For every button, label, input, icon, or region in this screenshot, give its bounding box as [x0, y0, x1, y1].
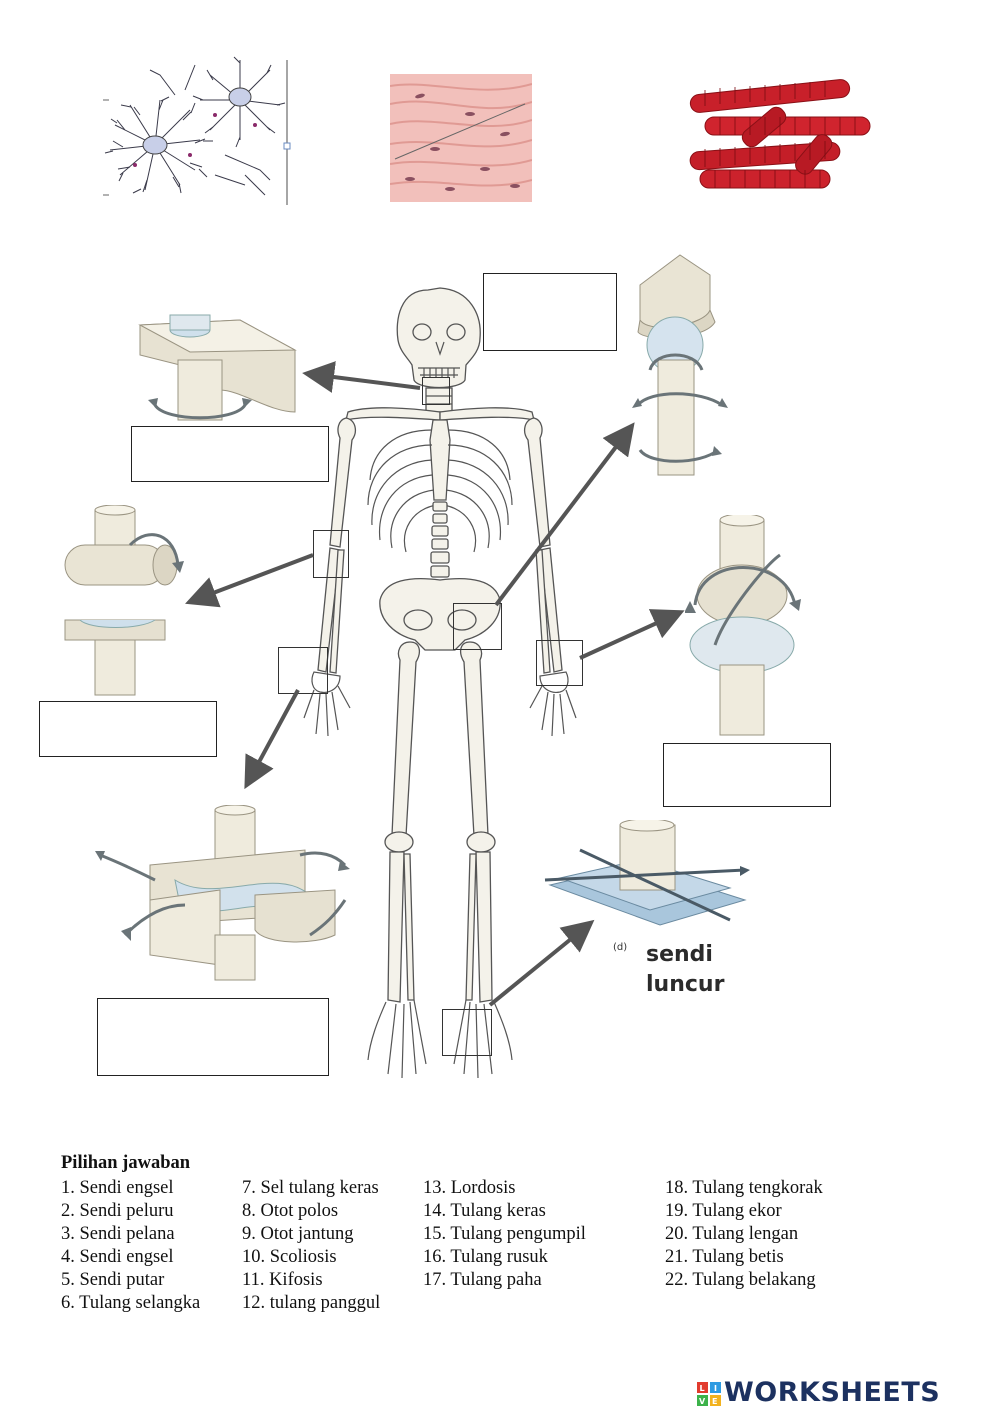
wrist-left-highlight — [278, 647, 328, 694]
option-item: 10. Scoliosis — [242, 1247, 337, 1267]
option-item: 7. Sel tulang keras — [242, 1178, 379, 1198]
logo-mark-l: L — [700, 1384, 705, 1393]
condyloid-joint-icon — [685, 515, 801, 736]
pivot-joint-icon — [138, 314, 297, 421]
neck-highlight — [422, 377, 450, 405]
options-column-3: 13. Lordosis 14. Tulang keras 15. Tulang… — [423, 1177, 586, 1292]
answer-box-pivot-joint[interactable] — [131, 426, 329, 482]
logo-mark-i: I — [714, 1384, 717, 1393]
ball-socket-joint-icon — [632, 254, 728, 476]
ankle-highlight — [442, 1009, 492, 1056]
bone-cell-icon — [103, 56, 291, 205]
option-item: 14. Tulang keras — [423, 1201, 546, 1221]
option-item: 20. Tulang lengan — [665, 1224, 799, 1244]
logo-mark-v: V — [699, 1397, 706, 1406]
option-item: 18. Tulang tengkorak — [665, 1178, 823, 1198]
options-title: Pilihan jawaban — [61, 1153, 191, 1173]
option-item: 21. Tulang betis — [665, 1247, 784, 1267]
pointer-arrows — [185, 361, 685, 1007]
option-item: 9. Otot jantung — [242, 1224, 354, 1244]
option-item: 22. Tulang belakang — [665, 1270, 816, 1290]
cardiac-muscle-icon — [689, 79, 871, 189]
option-item: 11. Kifosis — [242, 1270, 323, 1290]
option-item: 16. Tulang rusuk — [423, 1247, 548, 1267]
smooth-muscle-icon — [390, 74, 532, 202]
glide-joint-letter: (d) — [613, 942, 628, 953]
option-item: 13. Lordosis — [423, 1178, 516, 1198]
skeleton-icon: .b{fill:#f4f2ea;stroke:#555;stroke-width… — [303, 287, 577, 1079]
answer-box-hinge-joint[interactable] — [39, 701, 217, 757]
hinge-joint-icon — [64, 505, 184, 696]
logo-mark-e: E — [712, 1397, 717, 1406]
liveworksheets-brand[interactable]: WORKSHEETS — [724, 1377, 940, 1408]
elbow-left-highlight — [313, 530, 349, 578]
option-item: 12. tulang panggul — [242, 1293, 381, 1313]
wrist-right-highlight — [536, 640, 583, 686]
option-item: 4. Sendi engsel — [61, 1247, 174, 1267]
answer-box-neck[interactable] — [483, 273, 617, 351]
option-item: 17. Tulang paha — [423, 1270, 542, 1290]
option-item: 8. Otot polos — [242, 1201, 339, 1221]
options-column-4: 18. Tulang tengkorak 19. Tulang ekor 20.… — [665, 1177, 823, 1292]
hip-highlight — [453, 603, 502, 650]
option-item: 1. Sendi engsel — [61, 1178, 174, 1198]
saddle-joint-icon — [95, 805, 350, 981]
gliding-joint-icon — [544, 820, 750, 926]
glide-joint-label-line1: sendi — [646, 942, 713, 967]
option-item: 15. Tulang pengumpil — [423, 1224, 586, 1244]
glide-joint-label: sendi luncur — [646, 940, 724, 1000]
brand-name: WORKSHEETS — [724, 1377, 941, 1408]
options-column-1: 1. Sendi engsel 2. Sendi peluru 3. Sendi… — [61, 1177, 200, 1315]
answer-box-saddle-joint[interactable] — [97, 998, 329, 1076]
answer-box-condyloid-joint[interactable] — [663, 743, 831, 807]
glide-joint-label-line2: luncur — [646, 972, 725, 997]
option-item: 3. Sendi pelana — [61, 1224, 175, 1244]
option-item: 19. Tulang ekor — [665, 1201, 782, 1221]
options-column-2: 7. Sel tulang keras 8. Otot polos 9. Oto… — [242, 1177, 380, 1315]
option-item: 5. Sendi putar — [61, 1270, 165, 1290]
option-item: 2. Sendi peluru — [61, 1201, 174, 1221]
liveworksheets-logo-icon: L I V E — [697, 1382, 721, 1406]
option-item: 6. Tulang selangka — [61, 1293, 201, 1313]
